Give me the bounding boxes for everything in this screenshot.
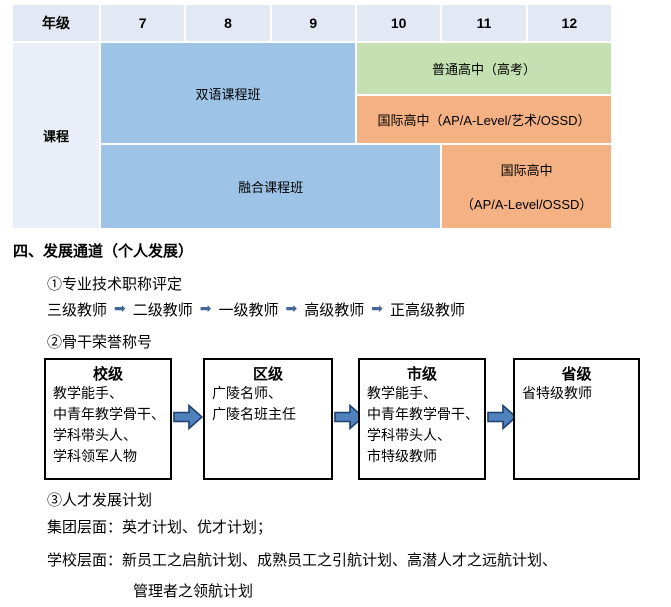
fusion-course-cell: 融合课程班: [101, 145, 441, 228]
right-arrow-icon: ➡: [371, 301, 383, 317]
intl-highschool-art-cell: 国际高中（AP/A-Level/艺术/OSSD）: [357, 96, 611, 143]
grade-7-header: 7: [101, 5, 185, 41]
rank-senior: 高级教师: [304, 303, 365, 319]
section-heading: 四、发展通道（个人发展）: [13, 243, 194, 260]
right-block-arrow-icon: [487, 404, 517, 430]
box-line: 教学能手、: [53, 387, 123, 402]
rank-full-senior: 正高级教师: [390, 303, 466, 319]
box-line: 广陵名师、: [212, 387, 282, 402]
regular-highschool-cell: 普通高中（高考）: [357, 43, 611, 94]
box-title: 校级: [92, 366, 123, 383]
school-level-line: 学校层面：新员工之启航计划、成熟员工之引航计划、高潜人才之远航计划、: [47, 553, 558, 569]
course-table: 年级 7 8 9 10 11 12 课程 双语课程班 普通高中（高考） 国际高中…: [13, 5, 611, 228]
intl-highschool-ossd-line1: 国际高中: [500, 163, 553, 179]
course-row-label: 课程: [13, 43, 99, 228]
grade-9-header: 9: [271, 5, 355, 41]
province-level-box: 省级 省特级教师: [513, 358, 640, 480]
rank-level2: 二级教师: [132, 303, 193, 319]
talent-plan-item: ③人才发展计划: [47, 493, 153, 509]
right-arrow-icon: ➡: [285, 301, 298, 317]
district-level-box: 区级 广陵名师、 广陵名班主任: [203, 358, 333, 480]
intl-highschool-ossd-cell: 国际高中 （AP/A-Level/OSSD）: [442, 145, 611, 228]
box-title: 市级: [406, 366, 437, 383]
grade-11-header: 11: [442, 5, 526, 41]
box-line: 中青年教学骨干、: [367, 408, 479, 423]
grade-10-header: 10: [357, 5, 441, 41]
group-level-line: 集团层面：英才计划、优才计划；: [47, 520, 273, 536]
grade-header-label: 年级: [13, 5, 99, 41]
box-title: 省级: [561, 366, 592, 383]
city-level-box: 市级 教学能手、 中青年教学骨干、 学科带头人、 市特级教师: [358, 358, 486, 480]
box-line: 学科带头人、: [53, 429, 137, 444]
box-line: 省特级教师: [522, 387, 592, 402]
box-line: 学科带头人、: [367, 429, 451, 444]
bilingual-course-cell: 双语课程班: [101, 43, 355, 143]
rank-level1: 一级教师: [218, 303, 279, 319]
right-arrow-icon: ➡: [199, 301, 212, 317]
right-block-arrow-icon: [173, 404, 203, 430]
box-line: 学科领军人物: [53, 450, 137, 465]
teacher-rank-progression: 三级教师 ➡ 二级教师 ➡ 一级教师 ➡ 高级教师 ➡ 正高级教师: [47, 299, 465, 320]
box-title: 区级: [252, 366, 283, 383]
rank-level3: 三级教师: [47, 303, 108, 319]
box-line: 广陵名班主任: [212, 408, 296, 423]
box-line: 中青年教学骨干、: [53, 408, 165, 423]
box-line: 市特级教师: [367, 450, 437, 465]
grade-12-header: 12: [527, 5, 611, 41]
intl-highschool-ossd-line2: （AP/A-Level/OSSD）: [460, 196, 593, 212]
school-level-line-continued: 管理者之领航计划: [133, 584, 254, 600]
honor-title-item: ②骨干荣誉称号: [47, 335, 153, 351]
right-arrow-icon: ➡: [114, 301, 126, 317]
school-level-box: 校级 教学能手、 中青年教学骨干、 学科带头人、 学科领军人物: [44, 358, 172, 480]
right-block-arrow-icon: [334, 404, 364, 430]
grade-8-header: 8: [186, 5, 270, 41]
box-line: 教学能手、: [367, 387, 437, 402]
title-evaluation-item: ①专业技术职称评定: [47, 277, 183, 293]
